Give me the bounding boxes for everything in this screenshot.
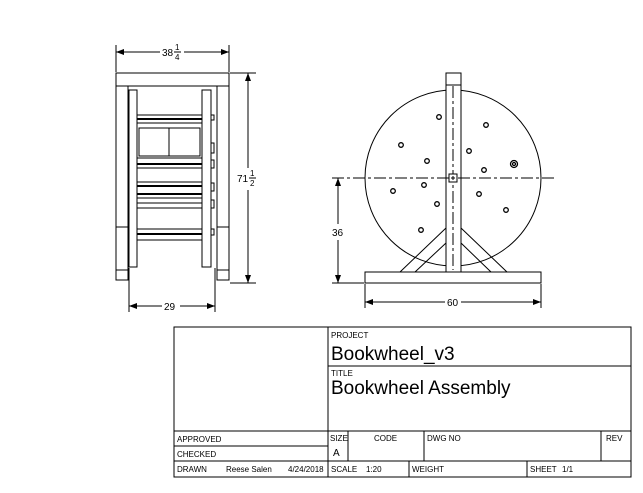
project-name: Bookwheel_v3 — [331, 344, 455, 365]
approved-label: APPROVED — [177, 435, 222, 444]
svg-text:1: 1 — [250, 169, 255, 178]
title-label: TITLE — [331, 369, 353, 378]
checked-label: CHECKED — [177, 450, 216, 459]
dwg-no-label: DWG NO — [427, 434, 461, 443]
scale-value: 1:20 — [366, 465, 382, 474]
project-label: PROJECT — [331, 331, 368, 340]
dim-axle-height: 36 — [332, 228, 344, 239]
left-upright — [128, 89, 138, 268]
drawn-label: DRAWN — [177, 465, 207, 474]
dim-side-width: 38 — [162, 48, 174, 59]
base — [364, 271, 542, 284]
sheet-label: SHEET — [530, 465, 557, 474]
drawn-by: Reese Salen — [226, 465, 272, 474]
top-rail — [115, 72, 230, 87]
scale-label: SCALE — [331, 465, 357, 474]
wheel-holes — [390, 114, 519, 233]
weight-label: WEIGHT — [412, 465, 444, 474]
svg-text:2: 2 — [250, 179, 255, 188]
sheet-value: 1/1 — [562, 465, 574, 474]
size-label: SIZE — [330, 434, 348, 443]
side-view: 38 1 4 71 1 2 29 — [115, 43, 256, 313]
dim-inner-width: 29 — [164, 302, 176, 313]
drawing-title: Bookwheel Assembly — [331, 378, 511, 399]
rev-label: REV — [606, 434, 623, 443]
svg-text:1: 1 — [175, 43, 180, 52]
code-label: CODE — [374, 434, 397, 443]
right-leg — [216, 85, 230, 281]
drawn-date: 4/24/2018 — [288, 465, 324, 474]
title-block: PROJECT Bookwheel_v3 TITLE Bookwheel Ass… — [173, 326, 632, 478]
size-value: A — [333, 448, 340, 459]
right-upright — [201, 89, 212, 268]
front-view: 36 60 — [332, 72, 556, 309]
dim-base-width: 60 — [447, 298, 459, 309]
dim-side-height: 71 — [237, 174, 249, 185]
shelves — [137, 114, 215, 241]
left-leg — [115, 85, 129, 281]
svg-text:4: 4 — [175, 53, 180, 62]
